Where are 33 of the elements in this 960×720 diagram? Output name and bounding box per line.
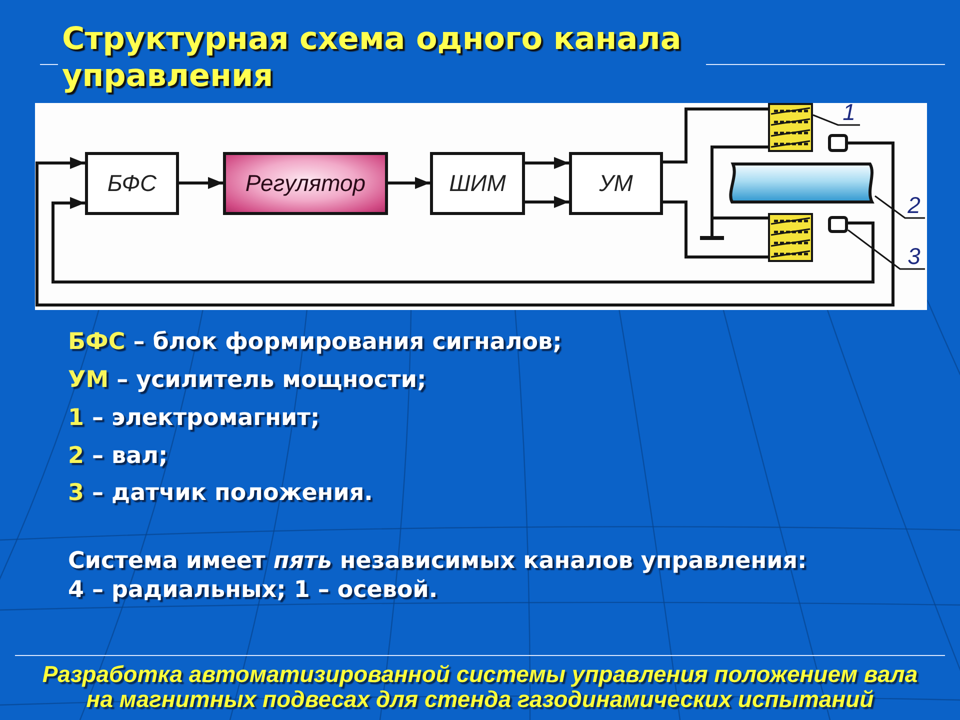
abbreviation-definition: УМ – усилитель мощности; (68, 366, 426, 394)
abbreviation-definition: БФС – блок формирования сигналов; (68, 328, 562, 356)
feedback-arrow (36, 142, 894, 306)
callout-number: 1 (838, 100, 860, 125)
arrow (525, 196, 569, 208)
callout-number: 3 (903, 244, 925, 269)
arrow (525, 157, 569, 169)
footer-caption: Разработка автоматизированной системы управления положением вала на магнитных подвесах для стенда газодинамических испытаний (41, 662, 919, 712)
electromagnet-coil (768, 213, 813, 262)
wire (710, 216, 768, 236)
abbreviation-definition: 2 – вал; (68, 442, 168, 470)
arrow (179, 177, 223, 189)
callout-number: 2 (903, 193, 925, 218)
position-sensor (828, 216, 848, 233)
ground-symbol (700, 236, 724, 240)
controller-box: Регулятор (223, 152, 388, 215)
abbreviation-definition: 1 – электромагнит; (68, 404, 320, 432)
arrow (388, 177, 430, 189)
electromagnet-coil (768, 103, 813, 152)
abbreviation-definition: 3 – датчик положения. (68, 479, 373, 507)
feedback-arrow (52, 197, 874, 284)
leader-line (812, 114, 860, 126)
position-sensor (828, 134, 848, 152)
process-box: УМ (569, 152, 663, 215)
leader-line (848, 229, 925, 270)
shaft (727, 162, 875, 204)
process-box: ШИМ (430, 152, 525, 215)
wire (663, 200, 768, 258)
slide-title: Структурная схема одного канала управления (62, 21, 682, 95)
wire (663, 108, 768, 164)
note-text: Система имеет пять независимых каналов управления: 4 – радиальных; 1 – осевой. (68, 547, 808, 605)
leader-line (874, 195, 925, 219)
process-box: БФС (85, 152, 179, 215)
